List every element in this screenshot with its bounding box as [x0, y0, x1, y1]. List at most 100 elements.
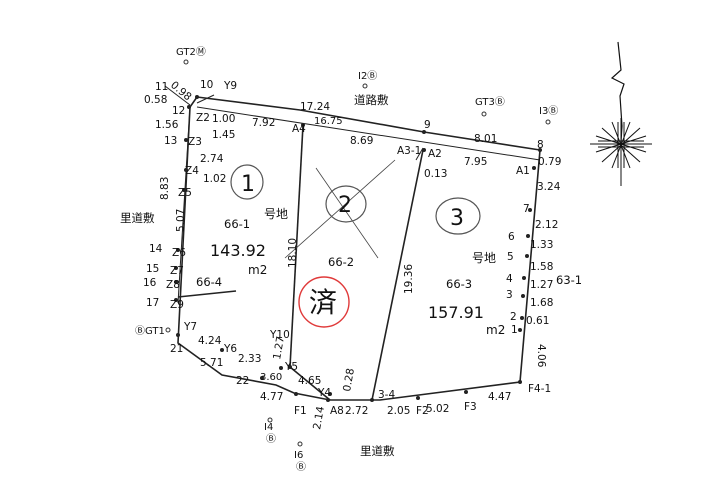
- point-f2: F2: [416, 405, 429, 417]
- compass-rose: [590, 118, 652, 186]
- point-marker: [526, 234, 530, 238]
- benchmark-gt1: ⒷGT1: [135, 325, 165, 337]
- point-marker: [522, 276, 526, 280]
- lot-2-number: 2: [338, 193, 352, 218]
- dist-2-74: 2.74: [200, 153, 224, 165]
- point-marker: [525, 254, 529, 258]
- point-y7: Y7: [183, 321, 197, 333]
- lot-circles: [230, 164, 481, 235]
- point-z5: Z5: [178, 187, 192, 199]
- point-11: 11: [155, 81, 168, 93]
- point-z8: Z8: [166, 279, 180, 291]
- dist-5-71: 5.71: [200, 357, 223, 369]
- tick-a3: [415, 147, 424, 161]
- parcel-66-4-label: 66-4: [196, 275, 222, 289]
- point-2: 2: [510, 311, 517, 323]
- dist-2-72: 2.72: [345, 405, 368, 417]
- tick-y9: [196, 94, 215, 104]
- cross-line-2: [315, 167, 379, 259]
- lot-3-tag: 号地: [472, 251, 496, 265]
- dist-1-33: 1.33: [530, 239, 553, 251]
- benchmark-i2: I2Ⓑ: [358, 70, 377, 82]
- point-a2: A2: [428, 148, 442, 160]
- point-y5: Y5: [284, 361, 298, 373]
- dist-0-58: 0.58: [144, 94, 167, 106]
- point-marker: [279, 366, 283, 370]
- lot-line-a4-y10: [289, 124, 304, 368]
- point-y10: Y10: [269, 329, 290, 341]
- compass-ray: [611, 121, 631, 169]
- benchmark-marker: [165, 327, 171, 333]
- parcel-66-3-label: 66-3: [446, 277, 472, 291]
- point-z2: Z2: [196, 112, 210, 124]
- point-z6: Z6: [172, 247, 186, 259]
- point-5: 5: [507, 251, 514, 263]
- dist-1-45: 1.45: [212, 129, 235, 141]
- dist-1-68: 1.68: [530, 297, 553, 309]
- point-10: 10: [200, 79, 213, 91]
- benchmark-i4: I4: [264, 422, 273, 433]
- point-marker: [174, 280, 178, 284]
- dist-2-05: 2.05: [387, 405, 410, 417]
- dist-1-00: 1.00: [212, 113, 235, 125]
- point-marker: [328, 392, 332, 396]
- lot-line-a2-3-4: [371, 149, 424, 401]
- point-marker: [370, 398, 374, 402]
- point-y4: Y4: [317, 387, 331, 399]
- point-marker: [176, 333, 180, 337]
- point-marker: [294, 392, 298, 396]
- benchmark-gt2: GT2Ⓜ: [176, 46, 206, 58]
- point-marker: [187, 105, 191, 109]
- dist-4-06: 4.06: [535, 344, 547, 368]
- point-a1: A1: [516, 165, 530, 177]
- point-marker: [176, 248, 180, 252]
- dist-1-27-east: 1.27: [530, 279, 553, 291]
- point-markers: [174, 95, 542, 402]
- sumi-stamp-text: 済: [309, 286, 337, 319]
- point-marker: [528, 208, 532, 212]
- dist-3-24: 3.24: [537, 181, 561, 193]
- point-4: 4: [506, 273, 513, 285]
- point-marker: [184, 168, 188, 172]
- north-arrow-needle: [610, 41, 625, 143]
- point-marker: [195, 95, 199, 99]
- point-marker: [220, 348, 224, 352]
- parcel-66-1-label: 66-1: [224, 217, 250, 231]
- benchmark-marker: [545, 119, 551, 125]
- benchmark-i3: I3Ⓑ: [539, 105, 558, 117]
- point-marker: [174, 266, 178, 270]
- point-marker: [174, 298, 178, 302]
- point-12: 12: [172, 105, 185, 117]
- lot-3-number: 3: [450, 206, 464, 231]
- lot-1-circle: [230, 164, 264, 200]
- crossed-lines: [284, 159, 396, 259]
- point-3-4: 3-4: [378, 389, 395, 401]
- point-z3: Z3: [188, 136, 202, 148]
- dist-2-12: 2.12: [535, 219, 558, 231]
- parcel-66-2-label: 66-2: [328, 255, 354, 269]
- dist-19-36: 19.36: [403, 264, 415, 294]
- lot-3-unit: m2: [486, 323, 505, 337]
- dist-0-28: 0.28: [341, 367, 357, 392]
- north-inner-line: [196, 106, 541, 161]
- point-z7: Z7: [170, 265, 184, 277]
- dist-7-95: 7.95: [464, 156, 487, 168]
- dist-1-58: 1.58: [530, 261, 553, 273]
- benchmark-gt3: GT3Ⓑ: [475, 96, 505, 108]
- point-17: 17: [146, 297, 159, 309]
- point-8: 8: [537, 139, 544, 151]
- lot-1-area: 143.92: [210, 241, 266, 260]
- inner-lines: [164, 85, 541, 304]
- dist-0-61: 0.61: [526, 315, 549, 327]
- cross-line-1: [284, 159, 396, 259]
- dist-16-75: 16.75: [314, 116, 343, 127]
- benchmark-marker: [481, 111, 487, 117]
- point-marker: [464, 390, 468, 394]
- point-y6: Y6: [223, 343, 237, 355]
- dist-3-60: 3.60: [260, 372, 282, 383]
- point-marker: [518, 380, 522, 384]
- dist-2-33: 2.33: [238, 353, 261, 365]
- dist-4-65: 4.65: [298, 375, 321, 387]
- point-marker: [538, 148, 542, 152]
